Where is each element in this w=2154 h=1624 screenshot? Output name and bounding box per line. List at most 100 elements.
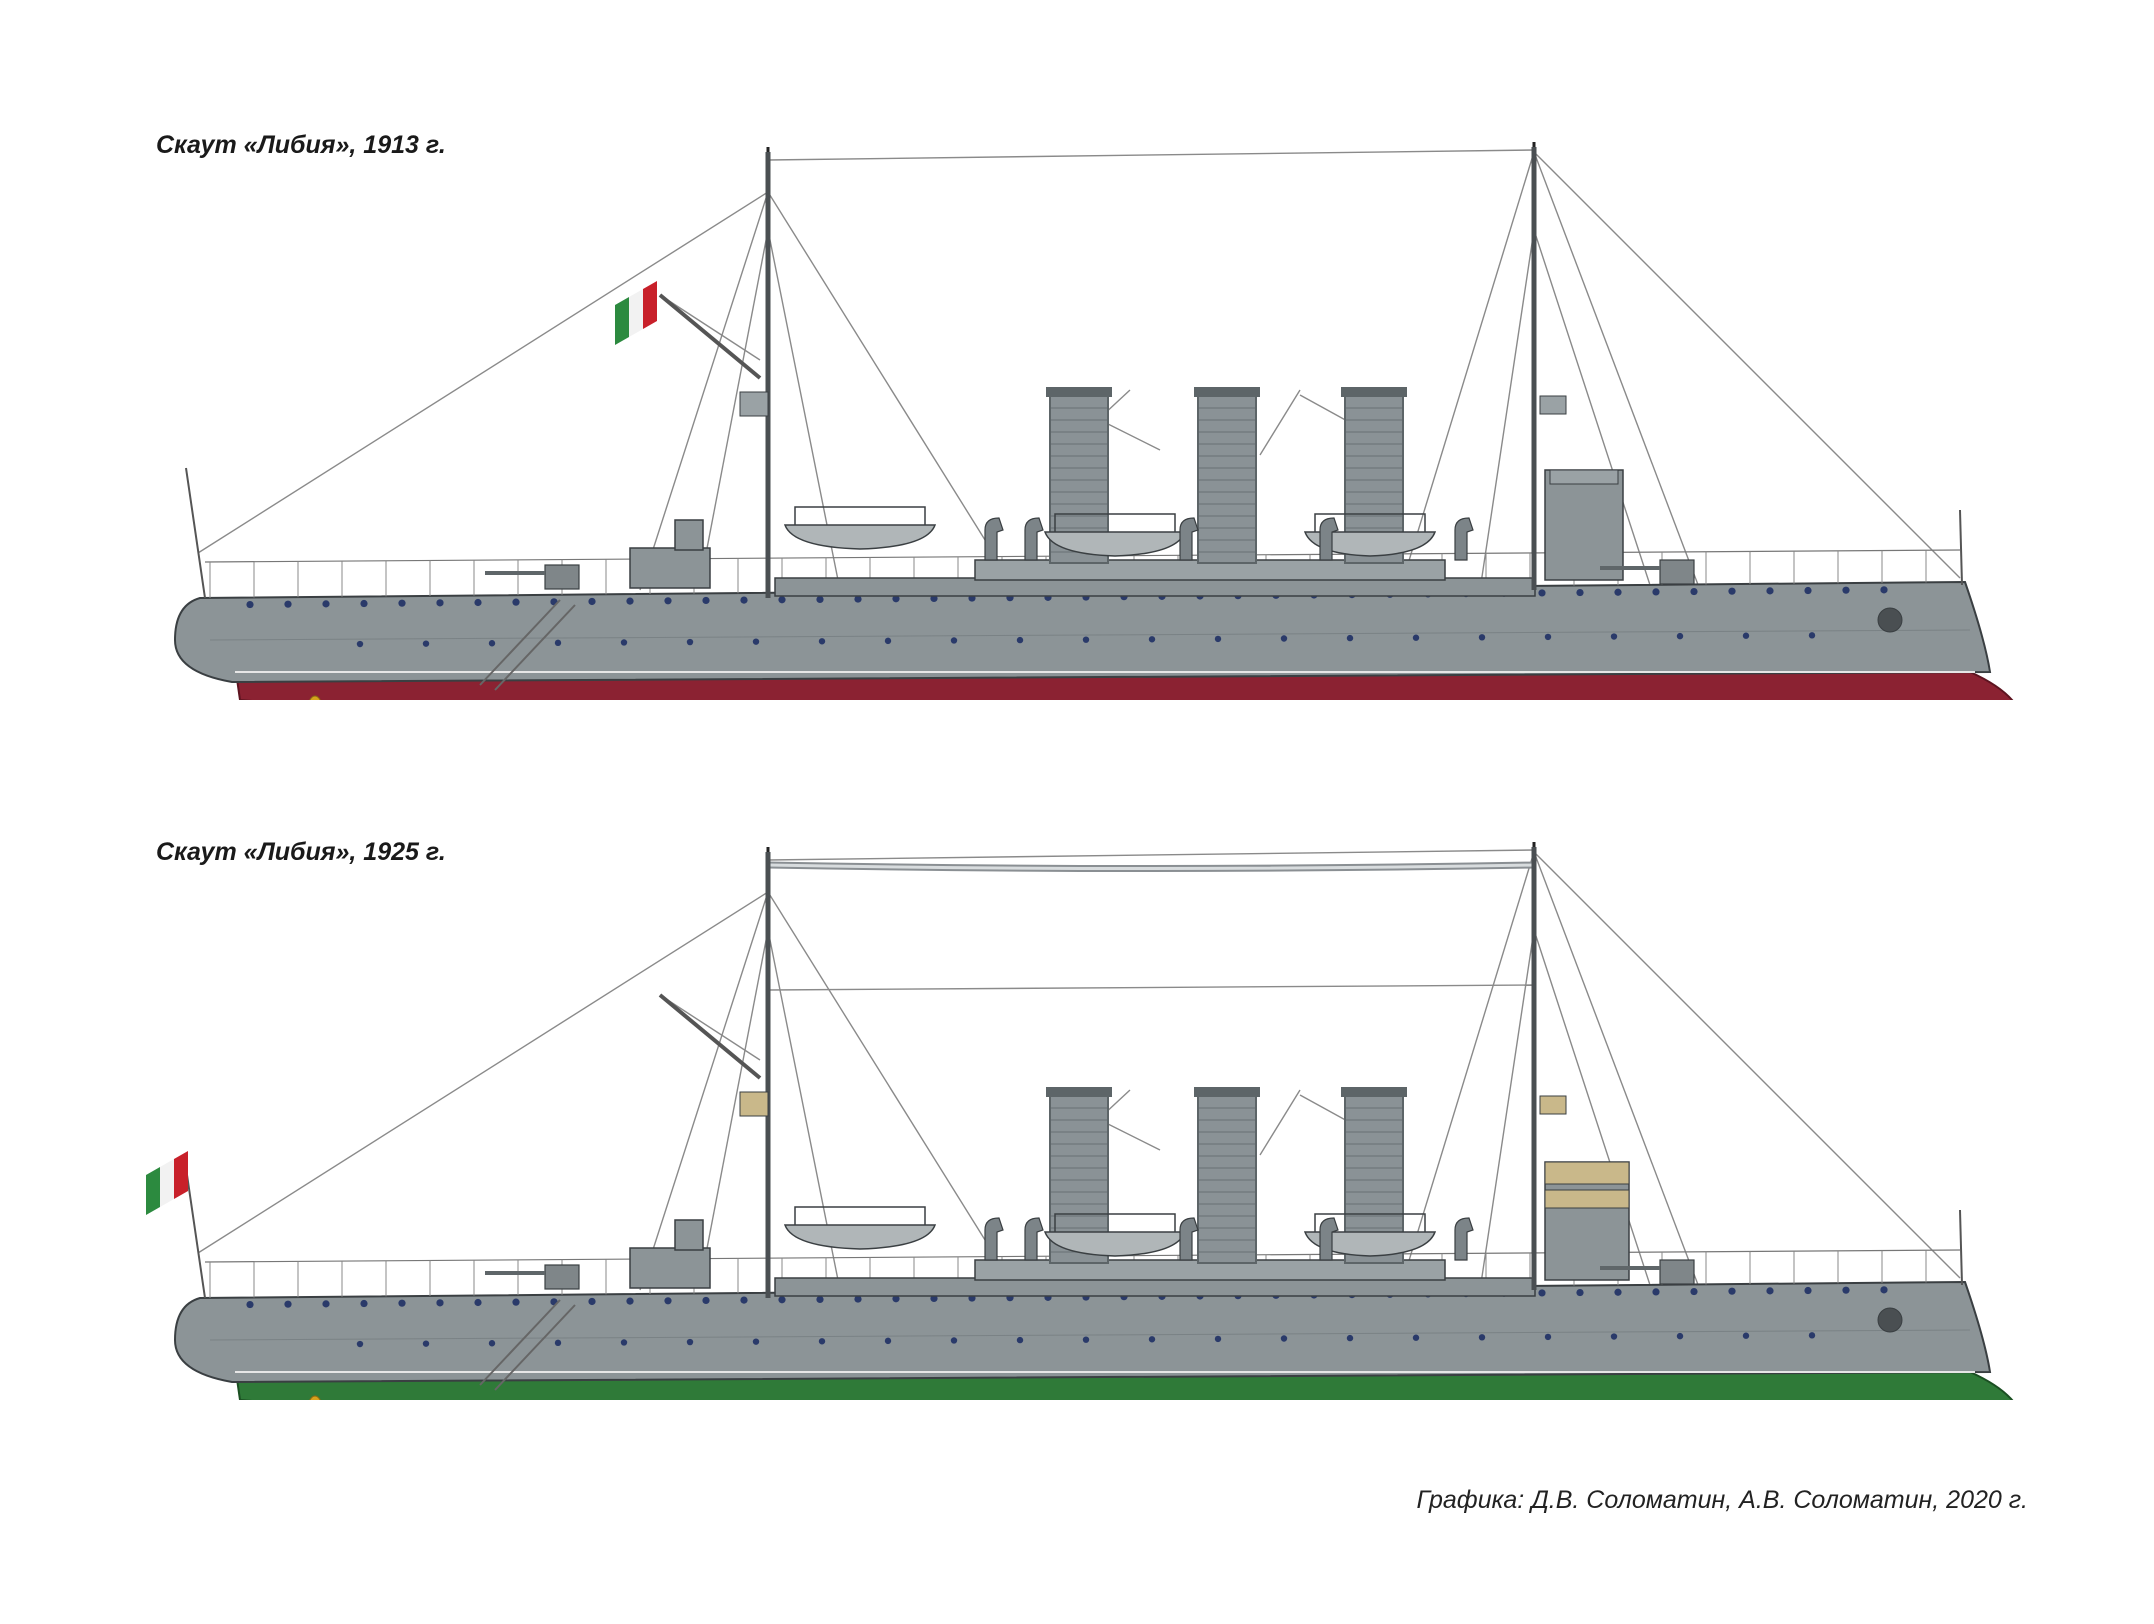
porthole (322, 1300, 330, 1308)
funnel-cap (1194, 1087, 1260, 1097)
lifeboat (783, 1224, 937, 1250)
funnel-cap (1046, 1087, 1112, 1097)
rigging-stay (1533, 151, 1701, 591)
rigging-stay (767, 984, 1535, 991)
porthole (816, 595, 824, 604)
caption-1925: Скаут «Либия», 1925 г. (156, 838, 446, 866)
funnel (1197, 392, 1257, 564)
upper-hull (173, 1280, 1992, 1384)
flag-white-band (160, 1159, 174, 1207)
cargo-boom (658, 993, 762, 1080)
porthole (1614, 588, 1622, 596)
porthole (1576, 1288, 1584, 1297)
porthole-lower (1214, 635, 1222, 643)
porthole (1652, 1288, 1660, 1296)
porthole-lower (1346, 1334, 1354, 1342)
porthole (740, 596, 748, 604)
mainmast-platform (1539, 1095, 1567, 1115)
porthole (284, 600, 292, 608)
porthole (246, 600, 254, 609)
porthole-lower (1214, 1335, 1222, 1343)
aft-searchlight-tower (674, 1219, 704, 1251)
strake-line (209, 629, 1971, 641)
porthole-lower (1412, 1334, 1420, 1341)
porthole (1652, 588, 1660, 596)
flag-red-band (643, 281, 657, 329)
ship-profile-1913 (173, 142, 2014, 700)
porthole-lower (1016, 636, 1024, 644)
porthole-lower (818, 638, 826, 645)
boat-davit (1054, 513, 1176, 532)
foremast-platform (739, 1091, 769, 1117)
rigging-stay (1399, 151, 1535, 591)
bridge-structure (1544, 469, 1624, 581)
rigging-stay (1533, 851, 1701, 1291)
rigging-stay (1259, 389, 1301, 456)
porthole (1804, 586, 1812, 595)
upper-hull (173, 580, 1992, 684)
porthole (1842, 586, 1850, 594)
accommodation-ladder (494, 1304, 576, 1391)
porthole-lower (422, 640, 430, 647)
rigging-stay (1399, 851, 1535, 1291)
rigging-stay (767, 149, 1535, 161)
funnel-cap (1046, 387, 1112, 397)
flag-green-band (615, 297, 629, 345)
rigging-stay (197, 191, 769, 554)
porthole (588, 597, 596, 606)
lifeboat (1303, 1231, 1437, 1257)
strake-line (209, 1329, 1971, 1341)
ventilator-cowl (1454, 1217, 1474, 1261)
accommodation-ladder (479, 1299, 561, 1386)
boat-davit (794, 506, 926, 525)
porthole-lower (686, 1338, 694, 1346)
porthole (702, 596, 710, 605)
porthole (892, 595, 900, 603)
porthole (1614, 1288, 1622, 1296)
porthole (1728, 587, 1736, 595)
porthole-lower (1544, 633, 1552, 641)
porthole (892, 1295, 900, 1303)
porthole (1804, 1286, 1812, 1295)
rigging-stay (197, 891, 769, 1254)
rigging-stay (699, 929, 769, 1286)
porthole-lower (1280, 1335, 1288, 1342)
porthole (740, 1296, 748, 1304)
porthole (588, 1297, 596, 1306)
porthole (816, 1295, 824, 1304)
porthole-lower (1544, 1333, 1552, 1341)
porthole-lower (1148, 1336, 1156, 1343)
porthole (246, 1300, 254, 1309)
anchor (1877, 1307, 1903, 1333)
porthole (360, 599, 368, 608)
ventilator-cowl (984, 517, 1004, 561)
porthole-lower (620, 1339, 628, 1346)
porthole (1880, 1286, 1888, 1294)
porthole (1690, 587, 1698, 596)
flag-green-band (146, 1167, 160, 1215)
porthole-lower (752, 638, 760, 645)
porthole (854, 595, 862, 603)
aft-searchlight-tower (674, 519, 704, 551)
porthole-lower (950, 637, 958, 644)
porthole-lower (488, 640, 496, 647)
porthole (474, 598, 482, 607)
porthole (1576, 588, 1584, 597)
porthole (1728, 1287, 1736, 1295)
porthole-lower (1610, 633, 1618, 640)
porthole (1880, 586, 1888, 594)
porthole-lower (686, 638, 694, 646)
ventilator-cowl (1319, 517, 1339, 561)
gun-mount (544, 564, 580, 590)
cargo-boom (658, 293, 762, 380)
rigging-stay (1259, 1089, 1301, 1156)
porthole (398, 1299, 406, 1307)
porthole-lower (488, 1340, 496, 1347)
porthole (512, 1298, 520, 1306)
porthole-lower (356, 1340, 364, 1348)
bridge-screen (1544, 1161, 1630, 1185)
porthole (322, 600, 330, 608)
boat-davit (1314, 1213, 1426, 1232)
lifeboat (783, 524, 937, 550)
porthole (1842, 1286, 1850, 1294)
